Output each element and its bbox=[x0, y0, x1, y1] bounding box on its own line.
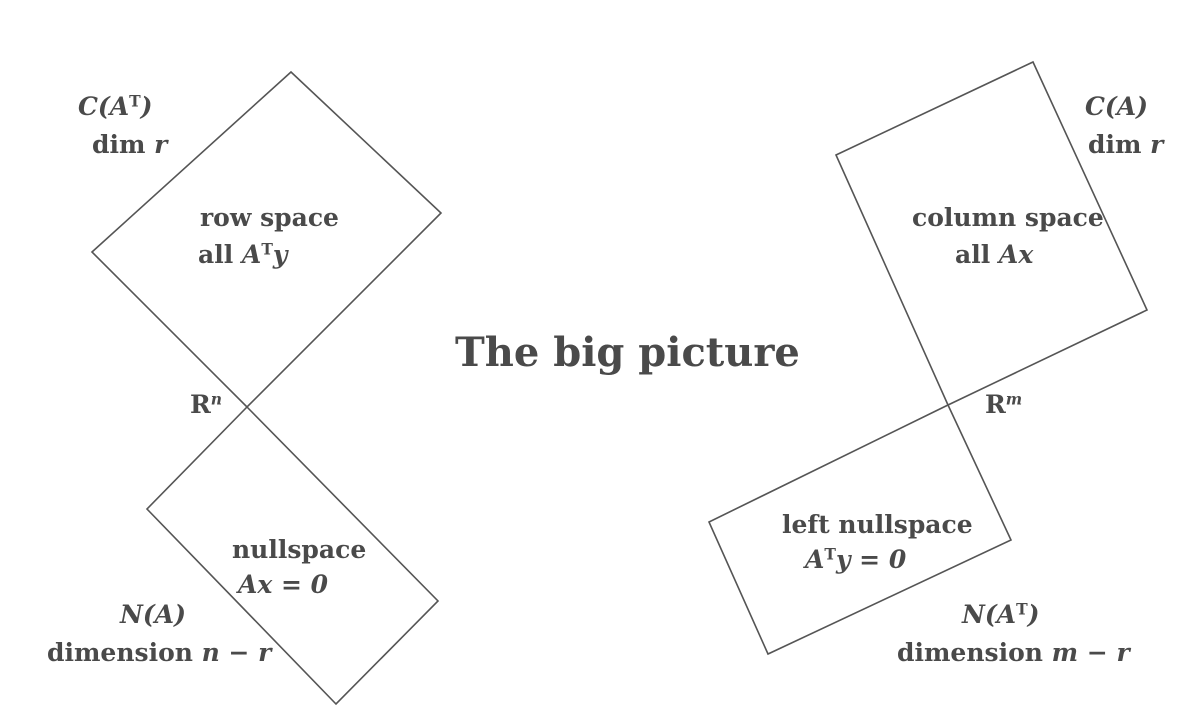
nullspace-dim: dimension n − r bbox=[47, 638, 272, 667]
column-space-dim: dim r bbox=[1088, 130, 1164, 159]
row-space-dim: dim r bbox=[92, 130, 168, 159]
left-nullspace-name: N(AT) bbox=[962, 599, 1040, 629]
left-nullspace-dim: dimension m − r bbox=[897, 638, 1130, 667]
left-space-symbol: Rn bbox=[190, 389, 223, 419]
nullspace-label: nullspace bbox=[232, 535, 367, 564]
column-space-sub: all Ax bbox=[955, 240, 1034, 269]
column-space-label: column space bbox=[912, 203, 1104, 232]
left-nullspace-equation: ATy = 0 bbox=[805, 544, 907, 574]
left-nullspace-rectangle bbox=[707, 403, 1013, 656]
nullspace-equation: Ax = 0 bbox=[238, 570, 329, 599]
nullspace-rectangle bbox=[145, 405, 440, 706]
row-space-rectangle bbox=[90, 70, 443, 409]
left-nullspace-label: left nullspace bbox=[782, 510, 973, 539]
right-space-symbol: Rm bbox=[985, 389, 1023, 419]
diagram-title: The big picture bbox=[455, 329, 800, 376]
column-space-name: C(A) bbox=[1085, 92, 1148, 121]
row-space-sub: all ATy bbox=[198, 239, 288, 269]
nullspace-name: N(A) bbox=[120, 600, 186, 629]
row-space-label: row space bbox=[200, 203, 339, 232]
column-space-rectangle bbox=[834, 60, 1149, 407]
row-space-name: C(AT) bbox=[78, 91, 153, 121]
